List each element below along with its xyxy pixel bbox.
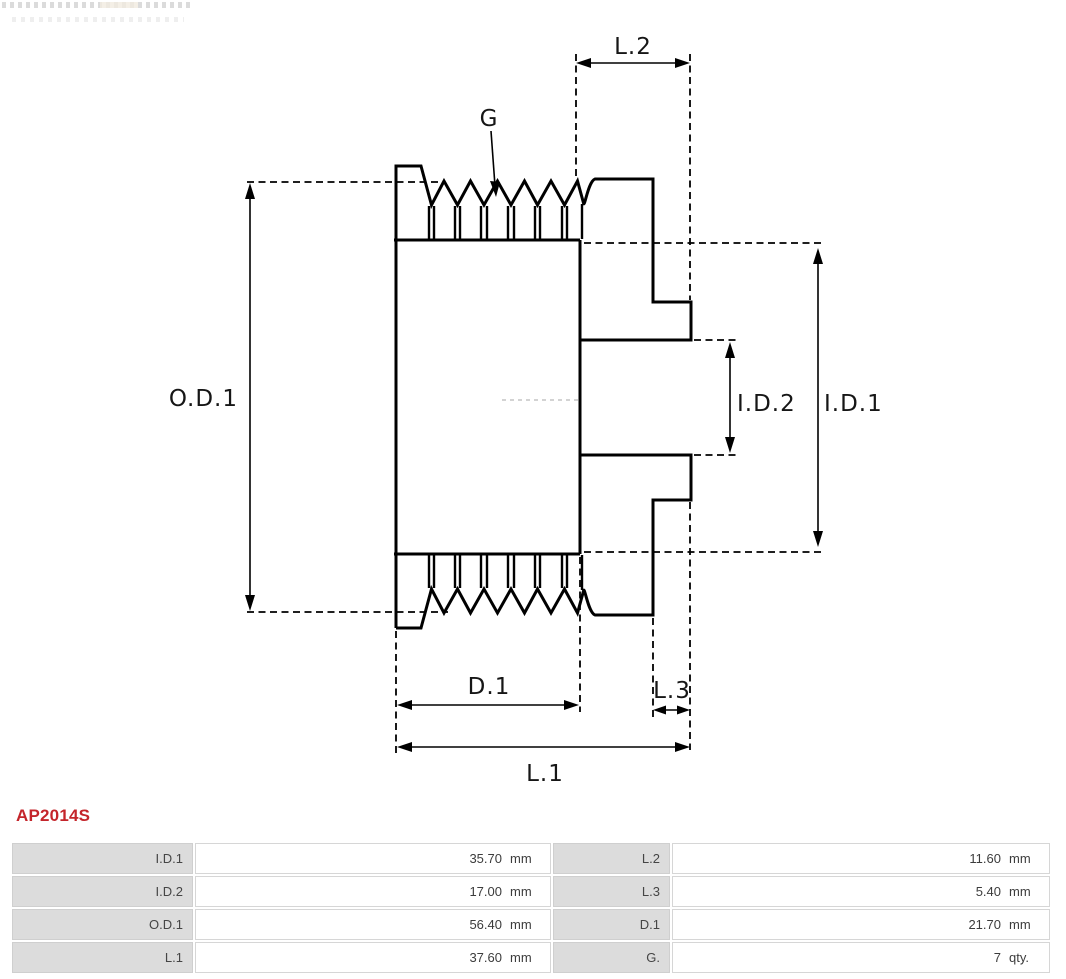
dim-label-g: G	[480, 106, 499, 132]
dim-label-od1: O.D.1	[169, 386, 238, 412]
spec-label: D.1	[553, 909, 670, 940]
dim-label-l3: L.3	[653, 678, 691, 704]
dimension-d1: D.1	[397, 674, 579, 710]
dimension-id1: I.D.1	[813, 248, 883, 547]
spec-label: O.D.1	[12, 909, 193, 940]
spec-label: I.D.2	[12, 876, 193, 907]
dim-label-id2: I.D.2	[737, 391, 796, 417]
dimension-id2: I.D.2	[725, 342, 796, 453]
faded-logo-watermark-line2	[12, 17, 184, 22]
dim-label-l1: L.1	[526, 761, 564, 787]
spec-label: G.	[553, 942, 670, 973]
spec-label: L.2	[553, 843, 670, 874]
dim-label-id1: I.D.1	[824, 391, 883, 417]
spec-label: L.1	[12, 942, 193, 973]
belt-groove-slots	[427, 204, 584, 590]
pulley-technical-drawing: L.2 G O.D.1 I.D.2 I.D.1 D.1 L.3	[169, 34, 883, 787]
dim-label-l2: L.2	[614, 34, 652, 60]
spec-label: I.D.1	[12, 843, 193, 874]
drawing-canvas: L.2 G O.D.1 I.D.2 I.D.1 D.1 L.3	[169, 34, 883, 787]
extension-lines	[247, 54, 823, 756]
dim-label-d1: D.1	[468, 674, 511, 700]
pulley-outline	[394, 164, 693, 630]
dimension-l3: L.3	[653, 678, 691, 715]
dimension-od1: O.D.1	[169, 183, 255, 611]
dimension-g: G	[480, 106, 500, 197]
faded-logo-watermark	[2, 2, 190, 8]
dimension-l2: L.2	[576, 34, 690, 68]
part-code: AP2014S	[16, 806, 91, 825]
dimension-l1: L.1	[397, 742, 690, 787]
spec-label: L.3	[553, 876, 670, 907]
